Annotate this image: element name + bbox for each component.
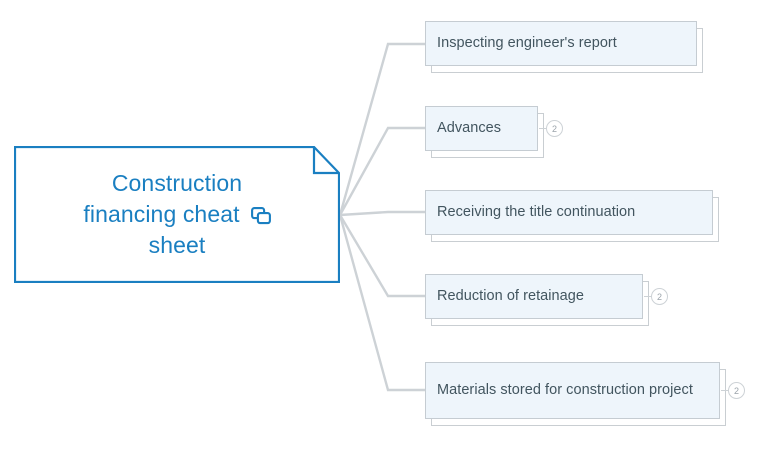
connector-3 — [339, 210, 425, 217]
child-node-4-label: Reduction of retainage — [437, 287, 585, 304]
child-node-3-label: Receiving the title continuation — [437, 203, 636, 220]
badge-stub — [721, 390, 728, 391]
child-node-2-label: Advances — [437, 119, 502, 136]
root-label-line-3: sheet — [148, 232, 206, 259]
child-node-5-badge-group[interactable]: 2 — [721, 382, 745, 399]
root-label-line-1: Construction — [111, 169, 243, 196]
root-label-line-2: financing cheat — [83, 200, 240, 227]
child-node-2-count-badge[interactable]: 2 — [546, 120, 563, 137]
root-note-shape — [14, 146, 340, 283]
connector-1 — [338, 42, 425, 216]
badge-stub — [644, 296, 651, 297]
child-node-4-badge-group[interactable]: 2 — [644, 288, 668, 305]
child-node-2[interactable]: Advances — [425, 106, 544, 158]
connector-5 — [338, 214, 425, 392]
child-node-2-card[interactable]: Advances — [425, 106, 538, 151]
child-node-4-count-badge[interactable]: 2 — [651, 288, 668, 305]
connector-2 — [338, 126, 425, 216]
child-node-5[interactable]: Materials stored for construction projec… — [425, 362, 726, 426]
child-node-3-card[interactable]: Receiving the title continuation — [425, 190, 713, 235]
root-node[interactable]: Construction financing cheat sheet — [14, 146, 340, 283]
child-node-2-badge-group[interactable]: 2 — [539, 120, 563, 137]
root-label: Construction financing cheat sheet — [14, 146, 340, 283]
child-node-5-label: Materials stored for construction projec… — [437, 381, 693, 398]
child-node-4-card[interactable]: Reduction of retainage — [425, 274, 643, 319]
child-node-5-card[interactable]: Materials stored for construction projec… — [425, 362, 720, 419]
root-label-line-2-wrap: financing cheat — [83, 199, 271, 230]
child-node-5-count-badge[interactable]: 2 — [728, 382, 745, 399]
child-node-3[interactable]: Receiving the title continuation — [425, 190, 719, 242]
child-node-4[interactable]: Reduction of retainage — [425, 274, 649, 326]
copy-icon[interactable] — [250, 206, 271, 225]
connector-4 — [338, 214, 425, 298]
child-node-1[interactable]: Inspecting engineer's report — [425, 21, 703, 73]
child-node-1-label: Inspecting engineer's report — [437, 34, 617, 51]
badge-stub — [539, 128, 546, 129]
child-node-1-card[interactable]: Inspecting engineer's report — [425, 21, 697, 66]
